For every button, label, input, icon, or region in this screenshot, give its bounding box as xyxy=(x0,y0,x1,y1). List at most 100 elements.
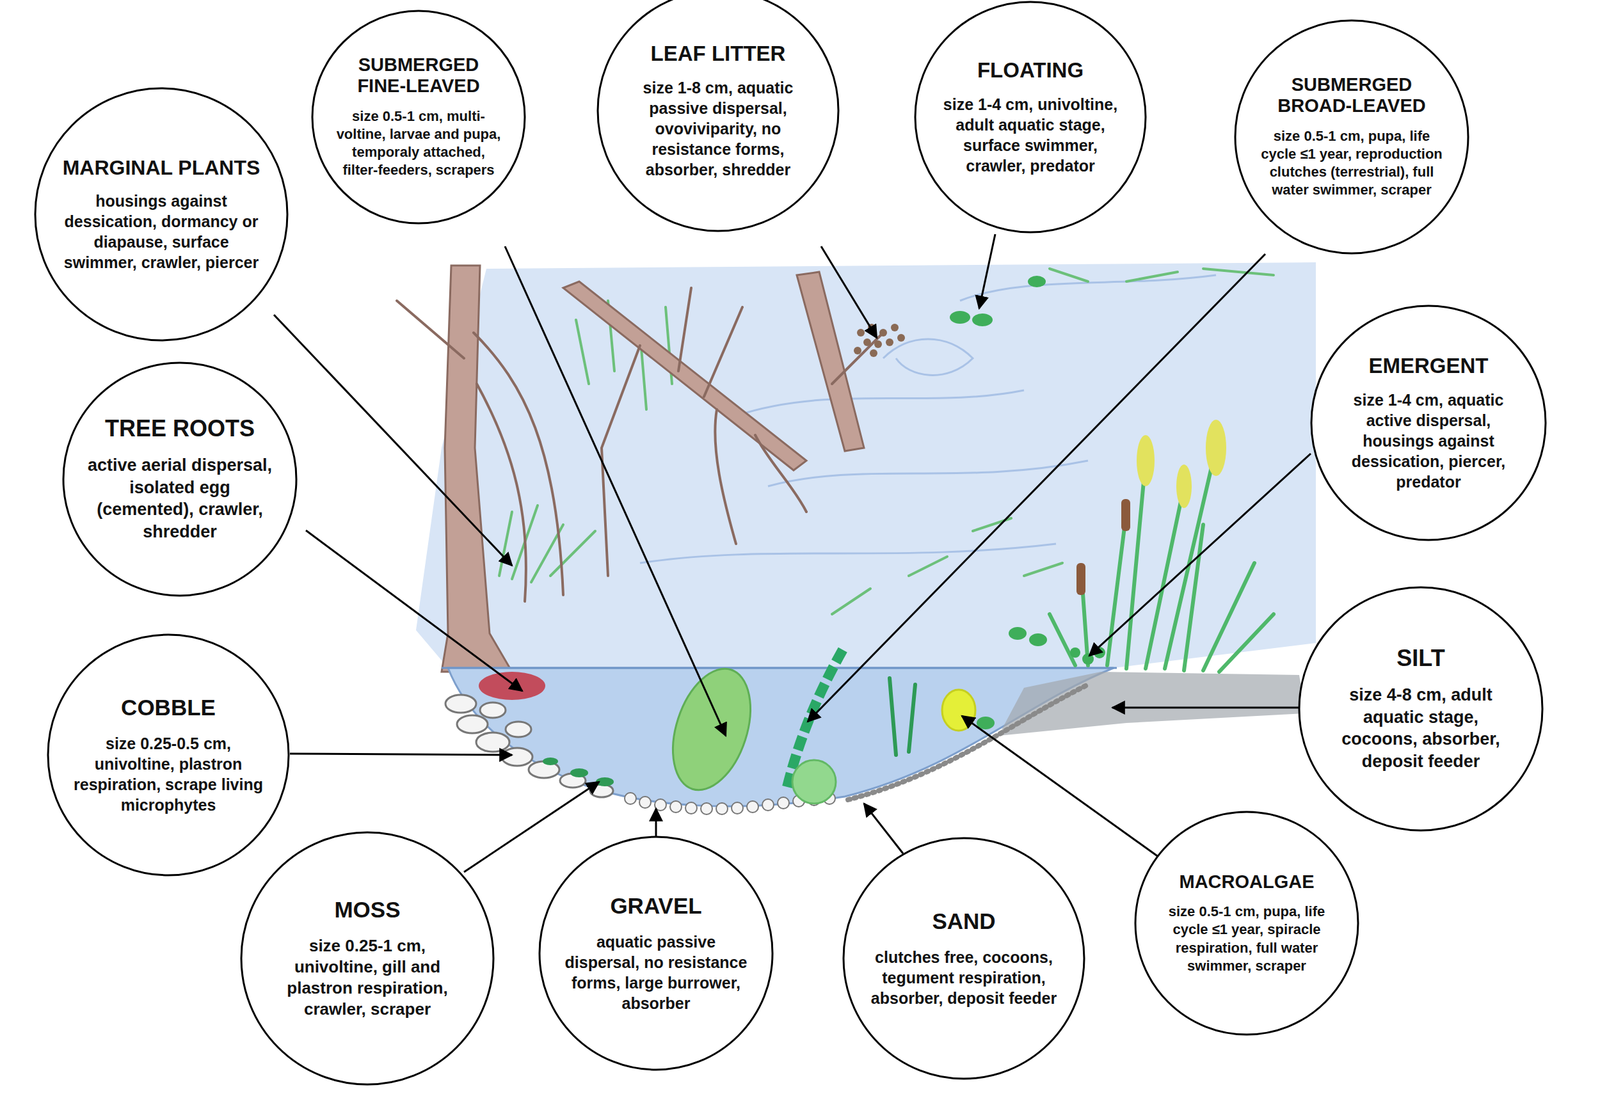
habitat-heading: LEAF LITTER xyxy=(622,41,815,66)
habitat-circle: FLOATING size 1-4 cm, univoltine, adult a… xyxy=(913,0,1147,234)
circle-text: FLOATING size 1-4 cm, univoltine, adult a… xyxy=(938,58,1123,176)
circle-border xyxy=(539,837,773,1071)
ripple xyxy=(768,460,1088,487)
branch xyxy=(476,384,527,602)
habitat-heading: MOSS xyxy=(266,897,468,923)
leaf-litter xyxy=(853,323,905,358)
grass xyxy=(832,588,871,615)
cattail xyxy=(1076,563,1086,596)
leaf xyxy=(856,328,865,337)
circle-text: MOSSsize 0.25-1 cm, univoltine, gill and… xyxy=(266,897,468,1021)
circle-text: SANDclutches free, cocoons, tegument res… xyxy=(867,908,1060,1009)
cattails xyxy=(1076,499,1131,596)
cobble xyxy=(456,715,488,734)
reed-flowers xyxy=(1136,419,1227,509)
pebble xyxy=(731,802,744,815)
leader-arrow xyxy=(273,314,512,566)
circle-text: EMERGENTsize 1-4 cm, aquatic active disp… xyxy=(1335,353,1522,493)
tree-roots xyxy=(478,672,546,701)
leaning-log xyxy=(563,281,807,471)
circle-text: SILTsize 4-8 cm, adult aquatic stage, co… xyxy=(1323,645,1518,773)
tree-trunks xyxy=(441,265,864,672)
leaf xyxy=(874,340,882,349)
leader-arrows xyxy=(273,234,1311,873)
leaf xyxy=(863,338,872,347)
branch xyxy=(678,288,692,372)
pebble xyxy=(685,802,697,815)
lily-pad xyxy=(949,311,971,324)
grass xyxy=(1126,272,1178,282)
leaf xyxy=(879,328,888,337)
circle-border xyxy=(1235,20,1469,254)
circle-text: GRAVELaquatic passive dispersal, no resi… xyxy=(563,893,750,1014)
habitat-circle: SANDclutches free, cocoons, tegument res… xyxy=(842,837,1086,1081)
submerged-stems xyxy=(889,678,916,756)
leader-arrow xyxy=(821,246,877,338)
leader-arrow xyxy=(305,530,523,692)
leader-arrow xyxy=(655,808,658,837)
habitat-circle: SUBMERGED FINE-LEAVEDsize 0.5-1 cm, mult… xyxy=(311,9,527,225)
circle-text: MACROALGAEsize 0.5-1 cm, pupa, life cycl… xyxy=(1157,871,1336,976)
trait-list: size 0.5-1 cm, pupa, life cycle ≤1 year,… xyxy=(1157,903,1336,976)
grass xyxy=(1203,268,1274,276)
habitat-heading: SILT xyxy=(1323,645,1518,672)
branch xyxy=(755,435,807,512)
habitat-circle: GRAVELaquatic passive dispersal, no resi… xyxy=(538,835,774,1072)
habitat-heading: SAND xyxy=(867,908,1060,935)
branch xyxy=(601,345,640,576)
circle-border xyxy=(597,0,839,232)
floating-plants xyxy=(949,275,1048,647)
cattail xyxy=(1121,499,1131,532)
trait-list: housings against dessication, dormancy o… xyxy=(60,190,262,273)
trait-list: size 0.5-1 cm, multi-voltine, larvae and… xyxy=(333,107,504,180)
reed xyxy=(1184,524,1204,671)
circle-border xyxy=(241,832,494,1085)
reed xyxy=(1126,460,1146,669)
leader-arrow xyxy=(289,753,512,756)
emergent-reeds xyxy=(1049,448,1274,672)
silt-bank xyxy=(998,672,1306,736)
habitat-heading: GRAVEL xyxy=(563,893,750,920)
cobble xyxy=(501,748,533,767)
water-ripples xyxy=(640,275,1216,564)
habitat-heading: SUBMERGED BROAD-LEAVED xyxy=(1258,74,1446,118)
circle-border xyxy=(312,10,525,224)
habitat-circle: MOSSsize 0.25-1 cm, univoltine, gill and… xyxy=(240,831,495,1087)
stream-surface xyxy=(416,262,1316,669)
lily-pad xyxy=(1008,627,1027,640)
pebble xyxy=(777,797,790,809)
habitat-circle: MACROALGAEsize 0.5-1 cm, pupa, life cycl… xyxy=(1134,810,1360,1037)
circle-text: SUBMERGED FINE-LEAVEDsize 0.5-1 cm, mult… xyxy=(333,54,504,180)
ripple xyxy=(736,390,1024,416)
trait-list: size 1-4 cm, aquatic active dispersal, h… xyxy=(1335,389,1522,493)
ripple xyxy=(640,544,1056,564)
cobble xyxy=(445,695,477,713)
reed xyxy=(1049,614,1076,666)
reed xyxy=(1107,512,1127,666)
trait-list: active aerial dispersal, isolated egg (c… xyxy=(87,455,274,544)
circle-text: SUBMERGED BROAD-LEAVEDsize 0.5-1 cm, pup… xyxy=(1258,74,1446,200)
fine-leaved-plant xyxy=(658,659,765,800)
leader-arrow xyxy=(807,254,1266,722)
leader-arrow xyxy=(1112,707,1299,710)
pebble xyxy=(624,792,637,805)
circle-border xyxy=(1135,812,1359,1035)
habitat-heading: FLOATING xyxy=(938,58,1123,83)
branch xyxy=(704,307,743,397)
branch xyxy=(473,332,564,596)
ripple xyxy=(960,275,1216,301)
trait-list: size 1-8 cm, aquatic passive dispersal, … xyxy=(622,77,815,180)
trait-list: size 1-4 cm, univoltine, adult aquatic s… xyxy=(938,94,1123,176)
circle-border xyxy=(35,88,288,341)
branch xyxy=(396,300,464,359)
stem xyxy=(908,684,916,752)
cobbles xyxy=(445,695,614,798)
trait-list: size 0.25-0.5 cm, univoltine, plastron r… xyxy=(72,733,265,816)
leaf xyxy=(869,349,878,358)
habitat-circle: LEAF LITTER size 1-8 cm, aquatic passive … xyxy=(596,0,840,233)
leader-arrow xyxy=(504,246,726,736)
branch xyxy=(714,409,736,544)
lily-pad xyxy=(972,313,993,327)
reed xyxy=(1145,486,1184,669)
